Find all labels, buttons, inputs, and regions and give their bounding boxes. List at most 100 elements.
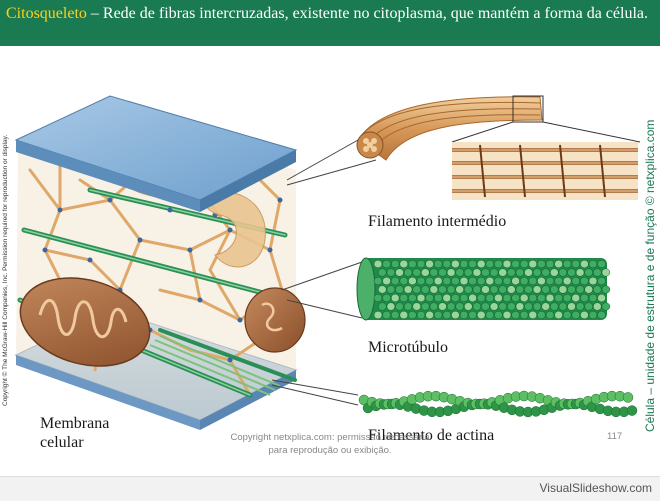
tubulin-subunit xyxy=(485,293,495,303)
tubulin-subunit xyxy=(481,302,490,311)
mitochondrion xyxy=(19,277,151,367)
tubulin-subunit xyxy=(455,268,464,277)
tubulin-subunit xyxy=(601,302,611,311)
tubulin-subunit xyxy=(580,276,589,286)
callout-line-intermediate-bottom xyxy=(286,159,377,186)
tubulin-subunit xyxy=(390,293,400,303)
tubulin-subunit xyxy=(588,276,598,286)
tubulin-subunit xyxy=(580,293,589,303)
tubulin-subunit xyxy=(468,310,477,320)
tubulin-subunit xyxy=(433,293,443,303)
tubulin-subunit xyxy=(416,310,426,320)
tubulin-subunit xyxy=(494,310,503,320)
tubulin-subunit xyxy=(550,285,559,294)
tubulin-subunit xyxy=(378,268,387,277)
page-number: 117 xyxy=(607,431,623,442)
tubulin-subunit xyxy=(485,310,495,320)
tubulin-subunit xyxy=(511,276,520,286)
tubulin-subunit xyxy=(593,302,602,311)
tubulin-subunit xyxy=(558,285,568,294)
label-cell-membrane: Membrana celular xyxy=(40,414,109,452)
site-credit-vertical: Célula – unidade de estrutura e de funçã… xyxy=(643,119,657,432)
tubulin-subunit xyxy=(476,293,486,303)
tubulin-subunit xyxy=(373,310,383,320)
tubulin-subunit xyxy=(442,310,452,320)
tubulin-subunit xyxy=(373,293,383,303)
copyright-vertical: Copyright © The McGraw-Hill Companies, I… xyxy=(2,134,9,406)
tubulin-subunit xyxy=(399,293,409,303)
microtubule-illustration xyxy=(356,257,611,321)
tubulin-subunit xyxy=(373,259,383,269)
tubulin-subunit xyxy=(390,310,400,320)
tubulin-subunit xyxy=(403,302,413,311)
tubulin-subunit xyxy=(442,259,452,269)
tubulin-subunit xyxy=(451,276,460,286)
label-intermediate-filament: Filamento intermédio xyxy=(368,213,507,230)
tubulin-subunit xyxy=(476,310,486,320)
tubulin-subunit xyxy=(485,259,495,269)
tubulin-subunit xyxy=(451,259,460,269)
tubulin-subunit xyxy=(507,285,516,294)
tubulin-subunit xyxy=(545,259,555,269)
tubulin-subunit xyxy=(537,259,546,269)
tubulin-subunit xyxy=(597,276,606,286)
tubulin-subunit xyxy=(554,259,563,269)
tubulin-subunit xyxy=(562,293,572,303)
tubulin-subunit xyxy=(468,293,477,303)
tubulin-subunit xyxy=(412,268,421,277)
watermark-bar: VisualSlideshow.com xyxy=(0,476,660,501)
tubulin-subunit xyxy=(545,293,555,303)
tubulin-subunit xyxy=(528,293,538,303)
tubulin-subunit xyxy=(386,285,396,294)
tubulin-subunit xyxy=(524,285,533,294)
tubulin-subunit xyxy=(373,276,383,286)
tubulin-subunit xyxy=(567,268,576,277)
tubulin-subunit xyxy=(554,310,563,320)
tubulin-subunit xyxy=(519,259,529,269)
microtubule-subunits xyxy=(373,259,611,320)
tubulin-subunit xyxy=(593,268,602,277)
footer-note: Copyright netxplica.com: permissão neces… xyxy=(230,432,430,456)
tubulin-subunit xyxy=(455,285,464,294)
tubulin-subunit xyxy=(580,310,589,320)
tubulin-subunit xyxy=(498,302,507,311)
tubulin-subunit xyxy=(433,259,443,269)
tubulin-subunit xyxy=(468,259,477,269)
tubulin-subunit xyxy=(382,310,391,320)
cell-block xyxy=(14,95,306,430)
tubulin-subunit xyxy=(507,302,516,311)
tubulin-subunit xyxy=(519,276,529,286)
tubulin-subunit xyxy=(459,259,469,269)
tubulin-subunit xyxy=(433,276,443,286)
tubulin-subunit xyxy=(588,259,598,269)
tubulin-subunit xyxy=(584,268,593,277)
slide-title: Citosqueleto – Rede de fibras intercruza… xyxy=(0,0,660,46)
tubulin-subunit xyxy=(378,302,387,311)
tubulin-subunit xyxy=(584,302,593,311)
tubulin-subunit xyxy=(438,302,447,311)
tubulin-subunit xyxy=(442,293,452,303)
tubulin-subunit xyxy=(580,259,589,269)
tubulin-subunit xyxy=(532,285,542,294)
tubulin-subunit xyxy=(476,276,486,286)
tubulin-subunit xyxy=(562,310,572,320)
tubulin-subunit xyxy=(532,302,542,311)
tubulin-subunit xyxy=(502,276,512,286)
label-microtubule: Microtúbulo xyxy=(368,339,448,356)
tubulin-subunit xyxy=(481,285,490,294)
tubulin-subunit xyxy=(502,310,512,320)
tubulin-subunit xyxy=(459,293,469,303)
tubulin-subunit xyxy=(390,259,400,269)
tubulin-subunit xyxy=(421,268,430,277)
tubulin-subunit xyxy=(515,302,525,311)
tubulin-subunit xyxy=(597,310,606,320)
tubulin-subunit xyxy=(472,285,482,294)
tubulin-subunit xyxy=(451,310,460,320)
tubulin-subunit xyxy=(519,293,529,303)
tubulin-subunit xyxy=(528,310,538,320)
watermark[interactable]: VisualSlideshow.com xyxy=(539,481,652,495)
tubulin-subunit xyxy=(378,285,387,294)
tubulin-subunit xyxy=(425,259,434,269)
tubulin-subunit xyxy=(451,293,460,303)
tubulin-subunit xyxy=(545,310,555,320)
